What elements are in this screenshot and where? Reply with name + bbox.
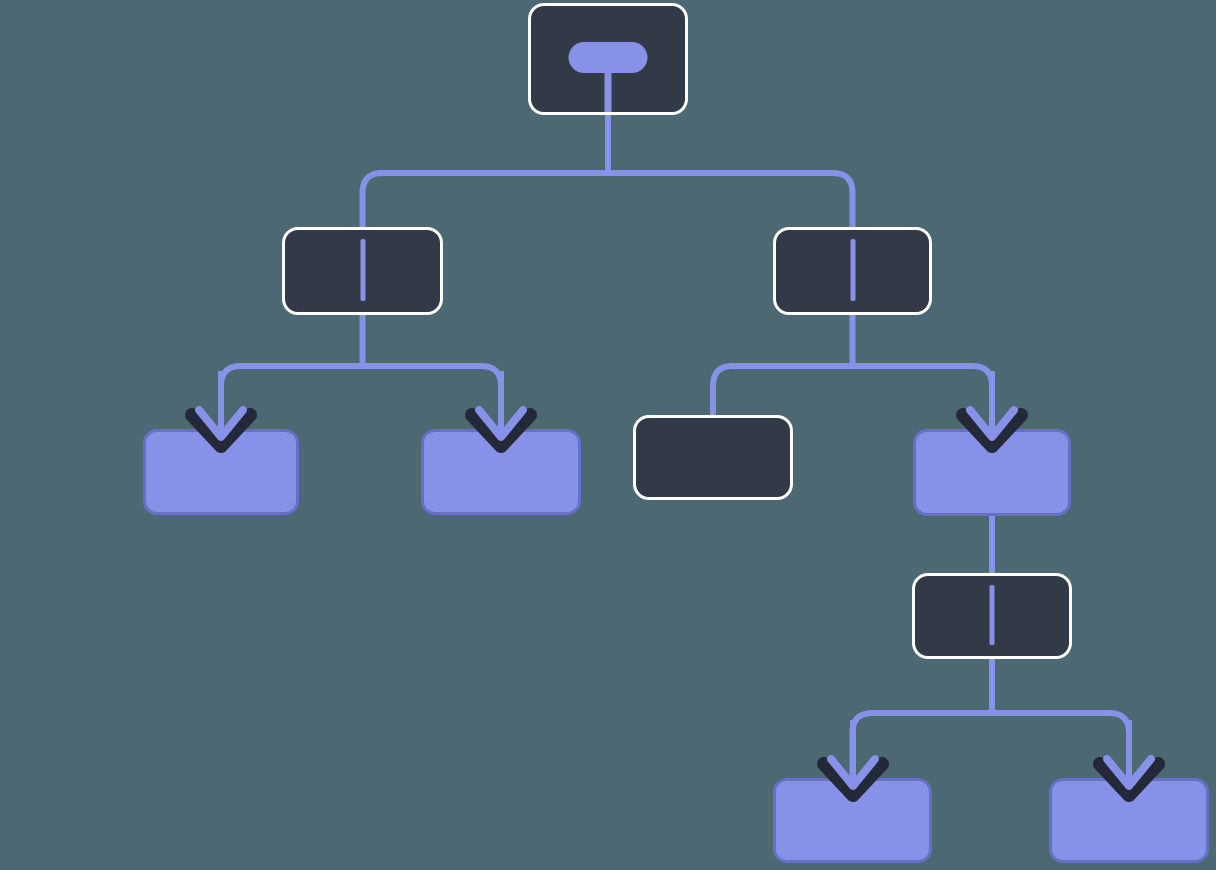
arrow-chevron: [475, 406, 527, 441]
arrow-down-icon: [956, 371, 1028, 453]
connector-line: [849, 710, 1132, 784]
arrow-chevron: [1103, 755, 1155, 790]
connector-line: [359, 170, 856, 233]
arrow-chevron: [195, 406, 247, 441]
pass-through-line-icon: [850, 239, 855, 301]
arrow-chevron-shadow: [956, 408, 1028, 453]
connector-line: [218, 363, 504, 435]
arrow-down-icon: [816, 720, 889, 802]
arrow-down-icon: [1093, 720, 1165, 802]
arrow-chevron-shadow: [465, 408, 537, 453]
arrow-chevron: [826, 755, 879, 790]
arrow-chevron-shadow: [185, 408, 257, 453]
flow-node-branch-bottom[interactable]: [912, 573, 1072, 659]
arrow-chevron-shadow: [1093, 757, 1165, 802]
flow-node-branch-left[interactable]: [282, 227, 443, 315]
arrow-chevron: [966, 406, 1018, 441]
arrow-down-icon: [465, 371, 537, 453]
start-pill-icon: [568, 42, 648, 73]
flow-node-root[interactable]: [528, 3, 688, 115]
arrow-chevron-shadow: [816, 757, 889, 802]
pass-through-line-icon: [989, 585, 995, 645]
start-stem-icon: [604, 70, 612, 112]
flow-node-branch-right[interactable]: [773, 227, 932, 315]
flow-node-leaf-c[interactable]: [633, 415, 793, 500]
pass-through-line-icon: [360, 239, 365, 301]
arrow-down-icon: [185, 371, 257, 453]
